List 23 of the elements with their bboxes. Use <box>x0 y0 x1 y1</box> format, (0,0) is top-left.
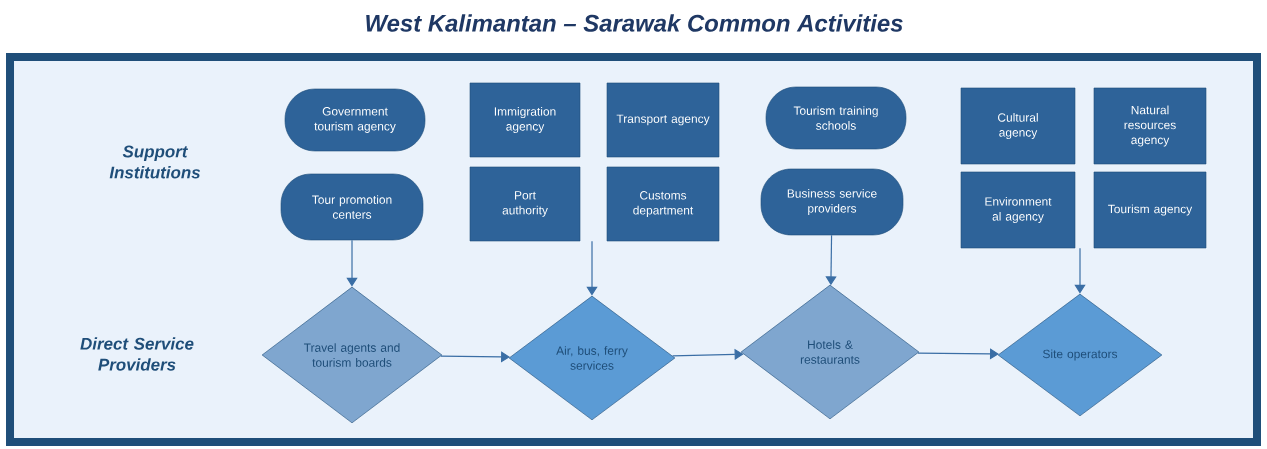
process-box: Transport agency <box>606 82 720 158</box>
process-box: Port authority <box>469 166 581 242</box>
title: West Kalimantan – Sarawak Common Activities <box>366 14 903 32</box>
row-label: Support Institutions <box>109 145 201 179</box>
process-box: Cultural agency <box>960 87 1076 165</box>
process-box: Tourism agency <box>1093 171 1207 249</box>
process-box: Immigration agency <box>469 82 581 158</box>
rounded-box: Business service providers <box>760 168 904 236</box>
diamond-node: Travel agents and tourism boards <box>261 286 443 424</box>
process-box: Customs department <box>606 166 720 242</box>
rounded-box: Tourism training schools <box>765 86 907 150</box>
arrow <box>917 348 999 360</box>
diamond-node: Hotels & restaurants <box>740 284 920 420</box>
arrow <box>346 239 358 287</box>
process-box: Natural resources agency <box>1093 87 1207 165</box>
diamond-node: Site operators <box>997 293 1163 417</box>
row-label: Direct Service Providers <box>80 337 194 371</box>
rounded-box: Tour promotion centers <box>280 173 424 241</box>
process-box: Environment al agency <box>960 171 1076 249</box>
rounded-box: Government tourism agency <box>284 88 426 152</box>
diamond-node: Air, bus, ferry services <box>508 295 676 421</box>
arrow <box>586 240 598 296</box>
arrow <box>1074 247 1086 294</box>
